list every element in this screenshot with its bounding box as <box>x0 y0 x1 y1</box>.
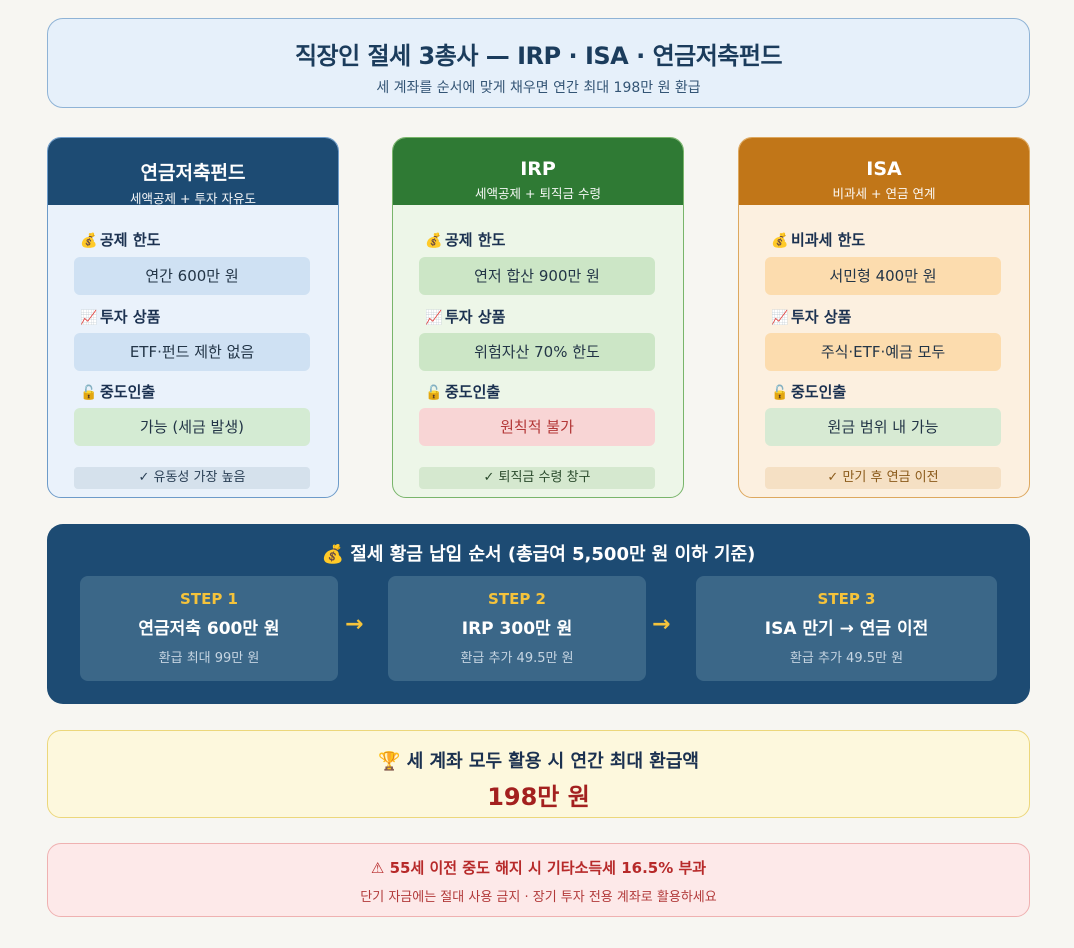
unlock-icon: 🔓 <box>425 385 443 401</box>
card-header: IRP 세액공제 + 퇴직금 수령 <box>393 138 683 205</box>
investment-products-value: 주식·ETF·예금 모두 <box>765 333 1001 371</box>
card-isa: ISA 비과세 + 연금 연계 💰비과세 한도 서민형 400만 원 📈투자 상… <box>738 137 1030 498</box>
step-label: STEP 2 <box>488 590 546 608</box>
card-title: 연금저축펀드 <box>140 162 246 184</box>
warning-subtitle: 단기 자금에는 절대 사용 금지 · 장기 투자 전용 계좌로 활용하세요 <box>360 890 717 905</box>
step-refund: 환급 추가 49.5만 원 <box>460 651 574 666</box>
money-bag-icon: 💰 <box>80 233 98 249</box>
warning-title: ⚠ 55세 이전 중도 해지 시 기타소득세 16.5% 부과 <box>370 859 707 877</box>
card-irp: IRP 세액공제 + 퇴직금 수령 💰공제 한도 연저 합산 900만 원 📈투… <box>392 137 684 498</box>
arrow-right-icon: → <box>345 612 364 637</box>
arrow-right-icon: → <box>652 612 671 637</box>
withdrawal-value: 가능 (세금 발생) <box>74 408 310 446</box>
section-investment-products: 📈투자 상품 <box>80 306 160 327</box>
money-bag-icon: 💰 <box>425 233 443 249</box>
chart-up-icon: 📈 <box>425 310 443 326</box>
warning-banner: ⚠ 55세 이전 중도 해지 시 기타소득세 16.5% 부과 단기 자금에는 … <box>47 843 1030 917</box>
unlock-icon: 🔓 <box>80 385 98 401</box>
section-tax-free-limit: 💰비과세 한도 <box>771 229 865 250</box>
chart-up-icon: 📈 <box>771 310 789 326</box>
step-refund: 환급 추가 49.5만 원 <box>789 651 904 666</box>
withdrawal-value: 원금 범위 내 가능 <box>765 408 1001 446</box>
chart-up-icon: 📈 <box>80 310 98 326</box>
card-header: 연금저축펀드 세액공제 + 투자 자유도 <box>48 138 338 206</box>
investment-products-value: ETF·펀드 제한 없음 <box>74 333 310 371</box>
section-label: 비과세 한도 <box>791 231 866 249</box>
step-2-box: STEP 2 IRP 300만 원 환급 추가 49.5만 원 <box>388 576 646 681</box>
payment-order-title: 💰 절세 황금 납입 순서 (총급여 5,500만 원 이하 기준) <box>321 544 756 565</box>
section-label: 중도인출 <box>791 383 847 401</box>
card-pension-fund: 연금저축펀드 세액공제 + 투자 자유도 💰공제 한도 연간 600만 원 📈투… <box>47 137 339 498</box>
section-withdrawal: 🔓중도인출 <box>425 381 500 402</box>
step-1-box: STEP 1 연금저축 600만 원 환급 최대 99만 원 <box>80 576 338 681</box>
card-subtitle: 세액공제 + 퇴직금 수령 <box>475 186 601 201</box>
total-refund-title: 🏆 세 계좌 모두 활용 시 연간 최대 환급액 <box>378 751 699 772</box>
deduction-limit-value: 연간 600만 원 <box>74 257 310 295</box>
step-3-box: STEP 3 ISA 만기 → 연금 이전 환급 추가 49.5만 원 <box>696 576 997 681</box>
card-title: IRP <box>520 158 556 180</box>
withdrawal-value: 원칙적 불가 <box>419 408 655 446</box>
section-deduction-limit: 💰공제 한도 <box>80 229 160 250</box>
step-amount: ISA 만기 → 연금 이전 <box>764 619 929 639</box>
section-label: 투자 상품 <box>100 308 161 326</box>
card-title: ISA <box>866 158 902 180</box>
step-label: STEP 3 <box>817 590 876 608</box>
section-label: 투자 상품 <box>445 308 506 326</box>
section-deduction-limit: 💰공제 한도 <box>425 229 505 250</box>
payment-order-panel: 💰 절세 황금 납입 순서 (총급여 5,500만 원 이하 기준) STEP … <box>47 524 1030 704</box>
header-banner: 직장인 절세 3총사 — IRP · ISA · 연금저축펀드 세 계좌를 순서… <box>47 18 1030 108</box>
page-subtitle: 세 계좌를 순서에 맞게 채우면 연간 최대 198만 원 환급 <box>376 80 701 96</box>
money-bag-icon: 💰 <box>771 233 789 249</box>
total-refund-value: 198만 원 <box>487 783 590 811</box>
step-refund: 환급 최대 99만 원 <box>158 651 260 666</box>
section-investment-products: 📈투자 상품 <box>771 306 851 327</box>
card-footer-note: ✓ 유동성 가장 높음 <box>74 467 310 489</box>
section-label: 공제 한도 <box>445 231 506 249</box>
card-header: ISA 비과세 + 연금 연계 <box>739 138 1029 205</box>
section-label: 중도인출 <box>445 383 501 401</box>
section-withdrawal: 🔓중도인출 <box>771 381 846 402</box>
card-subtitle: 비과세 + 연금 연계 <box>832 186 936 201</box>
investment-products-value: 위험자산 70% 한도 <box>419 333 655 371</box>
step-amount: IRP 300만 원 <box>461 619 573 639</box>
section-label: 중도인출 <box>100 383 156 401</box>
page-title: 직장인 절세 3총사 — IRP · ISA · 연금저축펀드 <box>294 42 783 70</box>
deduction-limit-value: 연저 합산 900만 원 <box>419 257 655 295</box>
total-refund-banner: 🏆 세 계좌 모두 활용 시 연간 최대 환급액 198만 원 <box>47 730 1030 818</box>
card-footer-note: ✓ 퇴직금 수령 창구 <box>419 467 655 489</box>
section-withdrawal: 🔓중도인출 <box>80 381 155 402</box>
step-label: STEP 1 <box>180 590 238 608</box>
section-label: 투자 상품 <box>791 308 852 326</box>
tax-free-limit-value: 서민형 400만 원 <box>765 257 1001 295</box>
card-subtitle: 세액공제 + 투자 자유도 <box>130 191 256 206</box>
section-label: 공제 한도 <box>100 231 161 249</box>
step-amount: 연금저축 600만 원 <box>138 619 280 639</box>
section-investment-products: 📈투자 상품 <box>425 306 505 327</box>
card-footer-note: ✓ 만기 후 연금 이전 <box>765 467 1001 489</box>
unlock-icon: 🔓 <box>771 385 789 401</box>
